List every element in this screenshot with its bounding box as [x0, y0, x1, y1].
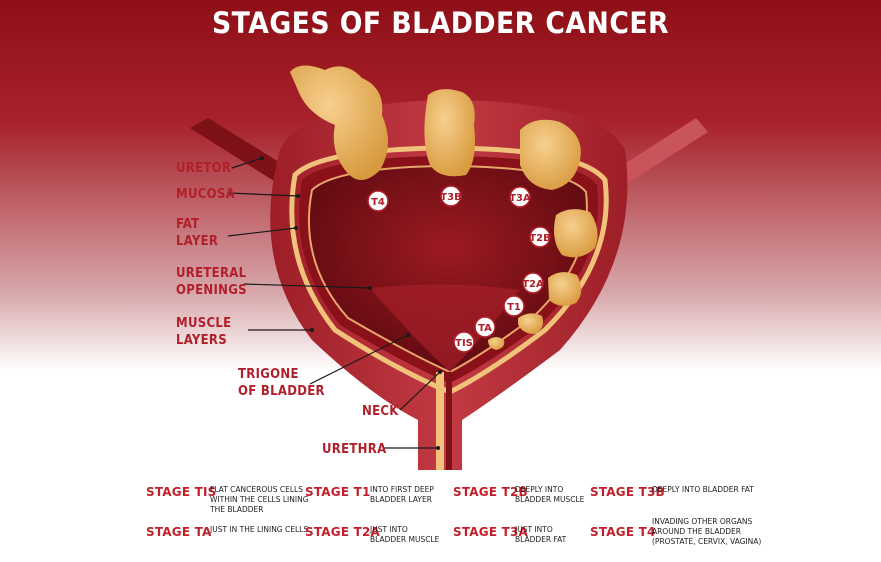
legend-desc: FLAT CANCEROUS CELLS WITHIN THE CELLS LI…: [210, 485, 309, 514]
legend-desc: INTO FIRST DEEP BLADDER LAYER: [370, 485, 434, 504]
badge-ta: TA: [474, 316, 496, 338]
tumor-t1: [518, 313, 544, 334]
legend-stage: STAGE T3B: [590, 485, 665, 499]
badge-t4: T4: [367, 190, 389, 212]
legend-stage: STAGE T1: [305, 485, 371, 499]
tumor-t2a: [548, 272, 582, 306]
right-ureter: [612, 118, 708, 188]
badge-label-t4: T4: [371, 197, 385, 208]
badge-label-t1: T1: [507, 302, 521, 313]
label-fat-layer: FAT LAYER: [176, 217, 219, 249]
tumor-t3a: [520, 119, 581, 190]
legend-desc: DEEPLY INTO BLADDER FAT: [652, 485, 754, 494]
label-neck: NECK: [362, 404, 399, 419]
left-ureter: [190, 118, 292, 186]
badge-tis: TIS: [453, 331, 475, 353]
legend-desc: JUST IN THE LINING CELLS: [210, 525, 309, 534]
badge-t2b: T2B: [529, 226, 551, 248]
tumor-ta: [488, 337, 505, 350]
badge-t3a: T3A: [509, 186, 531, 208]
badge-label-t2a: T2A: [522, 279, 544, 290]
legend-desc: JUST INTO BLADDER MUSCLE: [370, 525, 440, 544]
badge-t3b: T3B: [440, 185, 462, 207]
legend-desc: INVADING OTHER ORGANS AROUND THE BLADDER…: [652, 517, 762, 546]
legend-desc: JUST INTO BLADDER FAT: [515, 525, 567, 544]
legend-stage: STAGE TIS: [146, 485, 217, 499]
badge-label-t2b: T2B: [529, 233, 550, 244]
legend-desc: DEEPLY INTO BLADDER MUSCLE: [515, 485, 585, 504]
label-trigone: TRIGONE OF BLADDER: [238, 367, 325, 399]
badge-label-t3a: T3A: [509, 193, 531, 204]
page-title: STAGES OF BLADDER CANCER: [211, 6, 670, 40]
legend-stage: STAGE T4: [590, 525, 656, 539]
legend-stage: STAGE T3A: [453, 525, 529, 539]
badge-label-tis: TIS: [455, 338, 473, 349]
label-muscle-layers: MUSCLE LAYERS: [176, 316, 232, 348]
badge-label-t3b: T3B: [440, 192, 461, 203]
trigone: [370, 284, 520, 372]
tumor-t2b: [554, 209, 598, 258]
label-ureteral-openings: URETERAL OPENINGS: [176, 266, 247, 298]
tumor-t3b: [424, 89, 475, 177]
badge-t2a: T2A: [522, 272, 544, 294]
label-urethra: URETHRA: [322, 442, 387, 457]
legend-stage: STAGE T2B: [453, 485, 528, 499]
legend-stage: STAGE T2A: [305, 525, 381, 539]
legend-stage: STAGE TA: [146, 525, 212, 539]
label-uretor: URETOR: [176, 161, 232, 176]
label-mucosa: MUCOSA: [176, 187, 235, 202]
tumor-t4: [290, 65, 389, 180]
badge-t1: T1: [503, 295, 525, 317]
badge-label-ta: TA: [478, 323, 492, 334]
urethra-channel: [436, 372, 444, 470]
